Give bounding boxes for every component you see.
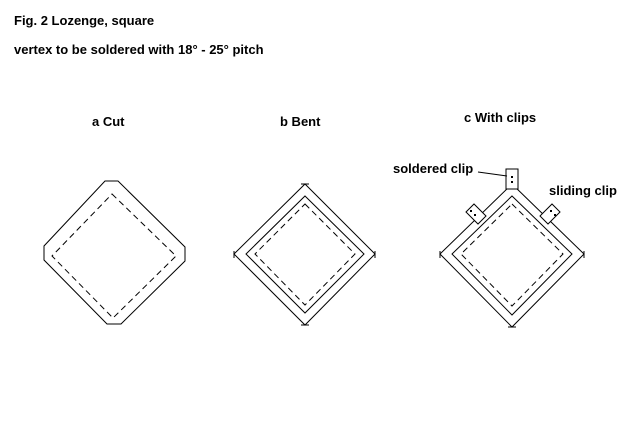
clips-corner-ticks — [439, 251, 585, 328]
panel-b-label: b Bent — [280, 114, 321, 129]
soldered-clip — [477, 168, 519, 190]
lozenge-bent — [233, 183, 376, 326]
panel-c-label: c With clips — [464, 110, 537, 125]
lozenge-with-clips — [439, 168, 585, 328]
panel-a-label: a Cut — [92, 114, 125, 129]
bent-inner-edge — [245, 195, 365, 314]
bent-corner-ticks — [233, 183, 376, 326]
sliding-clip — [539, 203, 561, 225]
left-clip — [465, 203, 487, 225]
soldered-clip-leader — [477, 171, 508, 177]
clips-fold-line — [460, 203, 564, 307]
figure-subtitle: vertex to be soldered with 18° - 25° pit… — [14, 42, 264, 57]
bent-fold-line — [254, 203, 356, 306]
cut-outline — [43, 180, 186, 325]
lozenge-cut — [43, 180, 186, 325]
clips-inner-edge — [451, 195, 573, 316]
sliding-clip-label: sliding clip — [549, 183, 617, 198]
figure-title: Fig. 2 Lozenge, square — [14, 13, 155, 28]
cut-fold-line — [51, 193, 177, 319]
soldered-clip-label: soldered clip — [393, 161, 474, 176]
